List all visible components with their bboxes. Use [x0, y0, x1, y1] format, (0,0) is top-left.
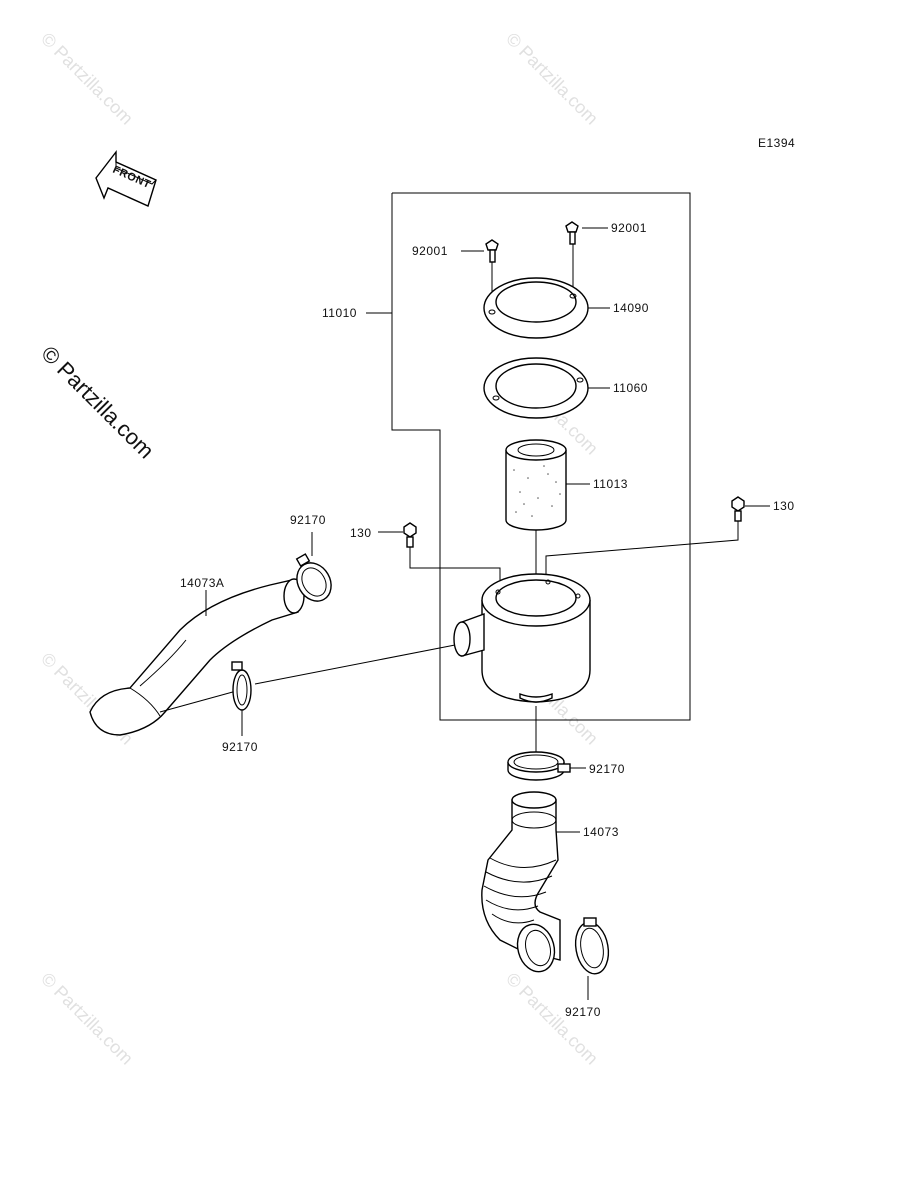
watermark-2: © Partzilla.com — [502, 29, 602, 129]
gasket-ring — [483, 357, 589, 419]
cover-plate — [483, 277, 589, 339]
clamp-bottom-icon — [574, 917, 610, 975]
callout-clamp-bottom: 92170 — [565, 1005, 601, 1019]
callout-wing-bolt-right: 92001 — [611, 221, 647, 235]
front-arrow-icon: FRONT — [95, 149, 157, 207]
callout-intake-duct-a: 14073A — [180, 576, 224, 590]
callout-clamp-bottom-left: 92170 — [222, 740, 258, 754]
callout-wing-bolt-left: 92001 — [412, 244, 448, 258]
callout-cover: 14090 — [613, 301, 649, 315]
air-box-housing — [453, 573, 591, 756]
bolt-left-icon — [403, 522, 417, 548]
watermark-main: © Partzilla.com — [36, 341, 159, 464]
callout-clamp-top-left: 92170 — [290, 513, 326, 527]
wing-bolt-right-icon — [565, 221, 579, 295]
callout-assembly: 11010 — [322, 306, 357, 320]
callout-bolt-left: 130 — [350, 526, 372, 540]
callout-gasket: 11060 — [613, 381, 648, 395]
clamp-top-left-icon — [295, 553, 332, 602]
outlet-duct — [481, 791, 561, 973]
callout-filter-element: 11013 — [593, 477, 628, 491]
filter-element — [505, 439, 567, 595]
clamp-lower-mid-icon — [507, 751, 571, 781]
diagram-code: E1394 — [758, 136, 795, 150]
bolt-right-icon — [731, 496, 745, 522]
watermark-6: © Partzilla.com — [37, 969, 137, 1069]
assembly-bracket — [366, 192, 691, 721]
callout-outlet-duct: 14073 — [583, 825, 619, 839]
callout-bolt-right: 130 — [773, 499, 795, 513]
watermark-1: © Partzilla.com — [37, 29, 137, 129]
intake-duct-a — [89, 578, 305, 736]
clamp-bottom-left-icon — [231, 661, 252, 711]
callout-clamp-lower-mid: 92170 — [589, 762, 625, 776]
